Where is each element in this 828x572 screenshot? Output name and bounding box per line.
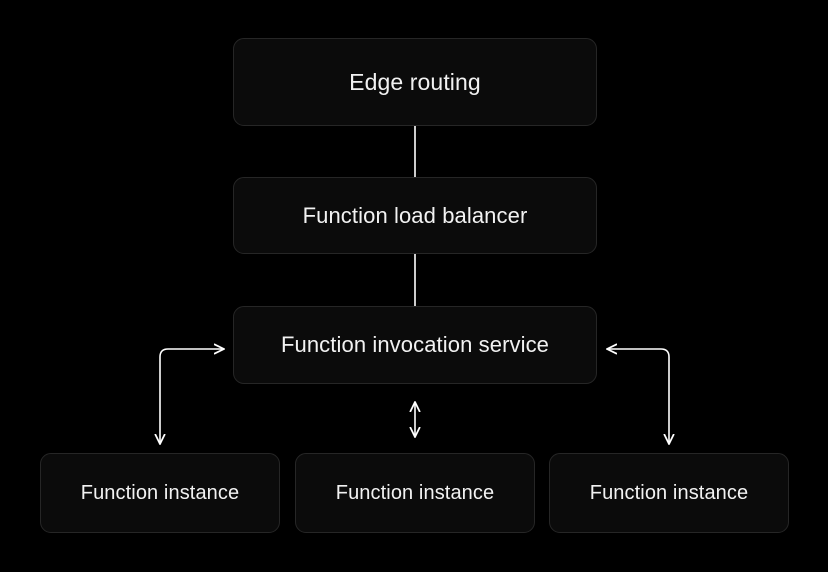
- connector-invocation-to-instance-right: [607, 349, 669, 444]
- node-edge-routing[interactable]: Edge routing: [233, 38, 597, 126]
- node-function-load-balancer-label: Function load balancer: [302, 202, 528, 228]
- connector-invocation-to-instance-left: [160, 349, 224, 444]
- node-edge-routing-label: Edge routing: [349, 68, 481, 95]
- node-function-invocation-service-label: Function invocation service: [280, 332, 550, 357]
- node-function-instance-right[interactable]: Function instance: [549, 453, 789, 533]
- node-function-invocation-service[interactable]: Function invocation service: [233, 306, 597, 384]
- node-function-instance-right-label: Function instance: [589, 481, 749, 504]
- node-function-instance-left-label: Function instance: [80, 481, 240, 504]
- node-function-instance-left[interactable]: Function instance: [40, 453, 280, 533]
- node-function-instance-center[interactable]: Function instance: [295, 453, 535, 533]
- node-function-load-balancer[interactable]: Function load balancer: [233, 177, 597, 254]
- node-function-instance-center-label: Function instance: [335, 481, 495, 504]
